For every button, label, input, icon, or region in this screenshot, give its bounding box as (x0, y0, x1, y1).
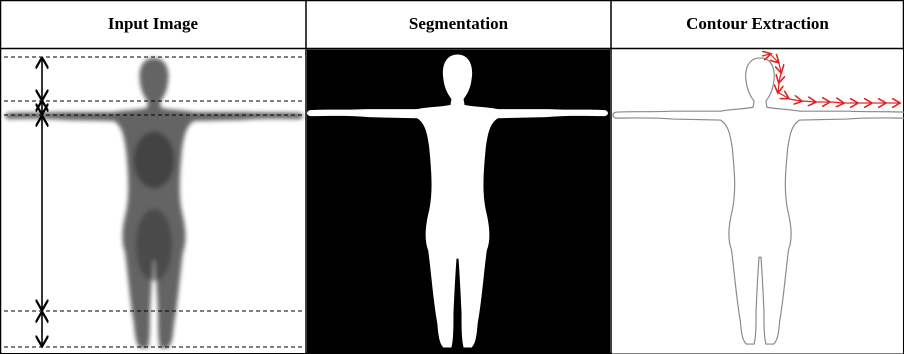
input-image-panel (2, 50, 305, 353)
header-row: Input Image Segmentation Contour Extract… (0, 0, 904, 48)
header-contour-extraction: Contour Extraction (611, 0, 904, 48)
contour-panel (612, 50, 904, 354)
segmentation-panel (307, 50, 610, 354)
header-segmentation: Segmentation (306, 0, 611, 48)
header-input-image: Input Image (0, 0, 306, 48)
